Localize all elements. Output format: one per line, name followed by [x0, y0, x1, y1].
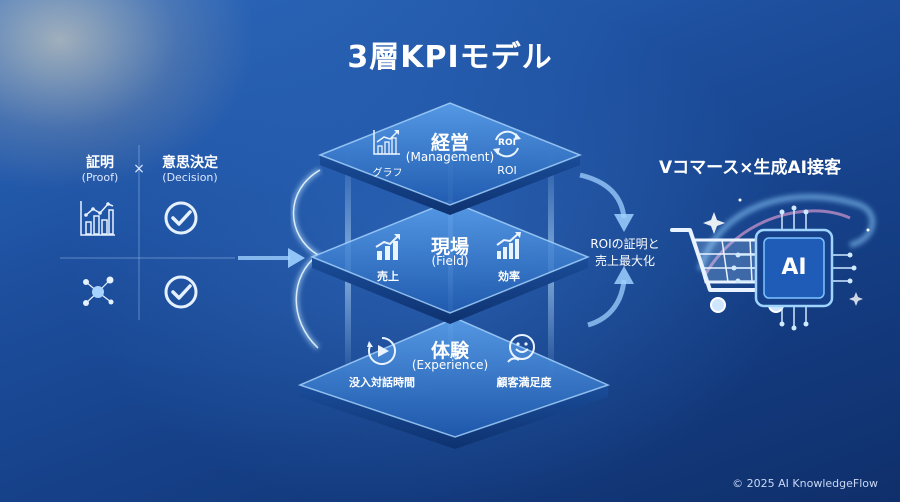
smile-face-icon	[507, 334, 535, 363]
decision-label: 意思決定	[162, 155, 218, 171]
copyright: © 2025 AI KnowledgeFlow	[732, 477, 878, 490]
experience-sub: (Experience)	[411, 358, 489, 372]
experience-left-label: 没入対話時間	[349, 376, 415, 389]
curved-arrow-up-icon	[587, 266, 634, 328]
experience-right-label: 顧客満足度	[496, 376, 552, 389]
checkmark-circle-icon	[164, 201, 198, 235]
layer-experience-plate	[297, 317, 611, 449]
play-timer-icon	[367, 337, 396, 365]
roi-note-line2: 売上最大化	[594, 254, 655, 268]
roi-cycle-icon	[493, 130, 521, 158]
network-nodes-icon	[83, 276, 114, 306]
management-left-label: グラフ	[372, 168, 403, 179]
ai-swirl	[697, 193, 876, 271]
efficiency-chart-icon	[496, 232, 521, 259]
layer-management-plate	[317, 102, 583, 215]
management-right-label: ROI	[497, 164, 517, 177]
field-title: 現場	[430, 236, 469, 258]
roi-note-line1: ROIの証明と	[590, 237, 660, 251]
times-symbol: ×	[133, 161, 145, 177]
proof-label: 証明	[86, 155, 114, 171]
experience-title: 体験	[430, 340, 469, 362]
vcommerce-title: Vコマース×生成AI接客	[658, 158, 842, 178]
ai-chip-icon	[731, 205, 857, 331]
sales-chart-icon	[375, 234, 400, 260]
field-left-label: 売上	[377, 270, 399, 283]
growth-chart-icon	[373, 130, 400, 155]
roi-note: ROIの証明と 売上最大化	[577, 236, 673, 270]
field-right-label: 効率	[498, 270, 520, 283]
field-sub: (Field)	[431, 254, 469, 268]
roi-badge: ROI	[498, 138, 516, 148]
arrow-right-icon	[238, 248, 305, 268]
ai-swirl-accent	[703, 209, 851, 276]
page-title: 3層KPIモデル	[347, 40, 553, 75]
checkmark-circle-icon	[164, 275, 198, 309]
curved-arrow-down-icon	[579, 172, 634, 232]
layer-field-plate	[310, 200, 590, 324]
bar-chart-icon	[80, 201, 115, 236]
management-sub: (Management)	[405, 150, 495, 164]
management-title: 経営	[430, 132, 469, 154]
decision-sub-label: (Decision)	[162, 171, 218, 184]
proof-sub-label: (Proof)	[81, 171, 119, 184]
sparkle-icons	[703, 198, 870, 306]
ai-chip-label: AI	[781, 255, 807, 280]
